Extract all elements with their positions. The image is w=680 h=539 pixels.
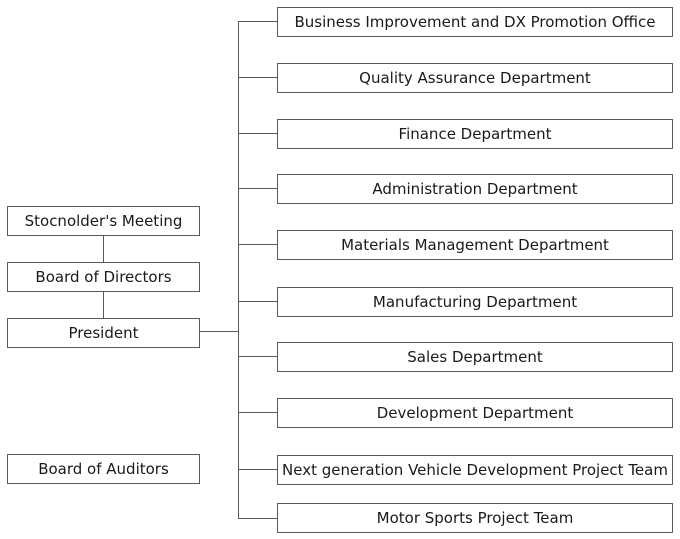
branch-line — [238, 244, 278, 245]
branch-line — [238, 133, 278, 134]
board-of-directors-box: Board of Directors — [7, 262, 200, 292]
board-of-auditors-box: Board of Auditors — [7, 454, 200, 484]
department-box-manufacturing: Manufacturing Department — [277, 287, 673, 317]
department-box-next-generation-vehicle: Next generation Vehicle Development Proj… — [277, 455, 673, 485]
branch-line — [238, 77, 278, 78]
department-box-sales: Sales Department — [277, 342, 673, 372]
president-box: President — [7, 318, 200, 348]
department-box-finance: Finance Department — [277, 119, 673, 149]
branch-line — [238, 412, 278, 413]
shareholders-meeting-box: Stocnolder's Meeting — [7, 206, 200, 236]
connector-shareholders-directors — [103, 235, 104, 262]
department-trunk-line — [238, 21, 239, 518]
branch-line — [238, 21, 278, 22]
department-box-administration: Administration Department — [277, 174, 673, 204]
branch-line — [238, 356, 278, 357]
department-box-motor-sports: Motor Sports Project Team — [277, 503, 673, 533]
connector-directors-president — [103, 291, 104, 318]
branch-line — [238, 518, 278, 519]
department-box-development: Development Department — [277, 398, 673, 428]
branch-line — [238, 469, 278, 470]
connector-president-trunk — [199, 331, 238, 332]
department-box-quality-assurance: Quality Assurance Department — [277, 63, 673, 93]
department-box-materials-management: Materials Management Department — [277, 230, 673, 260]
department-box-business-improvement: Business Improvement and DX Promotion Of… — [277, 7, 673, 37]
branch-line — [238, 188, 278, 189]
branch-line — [238, 301, 278, 302]
